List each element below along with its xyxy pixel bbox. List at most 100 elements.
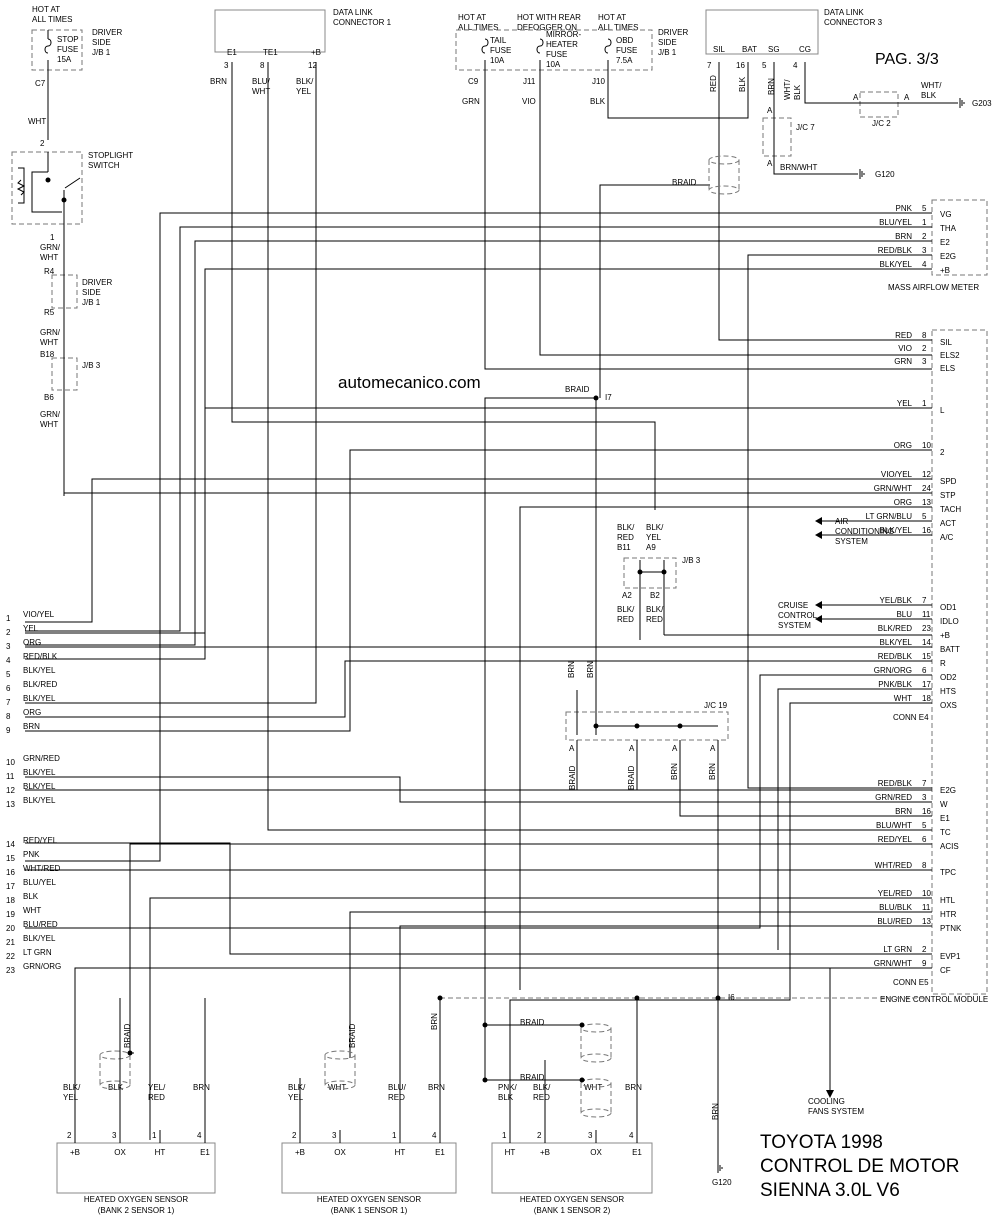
wire-color: BLK/ [296,77,314,86]
label: B6 [44,393,54,402]
label: B2 [650,591,660,600]
label: 14 [6,840,15,849]
wire-color: BLK [738,76,747,92]
wire-color: YEL [897,399,913,408]
wire-color: LT GRN/BLU [866,512,913,521]
splice-dot [482,1077,488,1083]
wire-color: BLK [921,91,937,100]
label: A [853,93,859,102]
stop-fuse-label: STOP [57,35,79,44]
pin-label: OD1 [940,603,957,612]
label: 8 [922,331,927,340]
wire-color: RED [895,331,912,340]
fuse-icon [44,38,52,54]
obd-fuse-label: OBD [616,36,634,45]
label: SIL [713,45,726,54]
jb1-box [31,29,83,71]
wire-color: BRN [428,1083,445,1092]
wire-color: BRN [23,722,40,731]
pin-label: E1 [940,814,950,823]
wire-color: WHT [328,1083,346,1092]
ac-system-label: AIR [835,517,849,526]
pin-label: ACT [940,519,956,528]
label: 17 [6,882,15,891]
label: 18 [922,694,931,703]
wire [484,397,596,1081]
jb1-label: J/B 1 [82,298,101,307]
label: 5 [6,670,11,679]
label: A [904,93,910,102]
pin-label: E2G [940,786,956,795]
dlc1-label: DATA LINK [333,8,373,17]
wire-color: BLK [590,97,606,106]
pin-label: +B [940,631,950,640]
label: BRAID [565,385,590,394]
label: +B [311,48,321,57]
wire-color: WHT/ [921,81,942,90]
label: A [767,106,773,115]
wire [777,688,932,950]
label: 2 [292,1131,297,1140]
braid-shield [580,1108,612,1118]
wire-color: GRN/ [40,243,61,252]
wire-color: RED [709,75,718,92]
splice-dot [637,569,643,575]
wire-color: BRN [767,78,776,95]
wire [25,449,932,732]
label: 7 [6,698,11,707]
pin-label: HTR [940,910,957,919]
label: R5 [44,308,55,317]
wire-color: BLK/YEL [23,934,56,943]
mirror-fuse-label: MIRROR- [546,30,581,39]
wire-color: BLK/YEL [23,796,56,805]
label: 1 [152,1131,157,1140]
label: 4 [793,61,798,70]
label: A2 [622,591,632,600]
label: 2 [537,1131,542,1140]
label: 3 [332,1131,337,1140]
braid-shield [99,1080,131,1090]
braid-shield [708,155,740,165]
label: 1 [922,399,927,408]
wire-color: WHT/ [783,79,792,100]
pin-label: HTL [940,896,956,905]
ac-system-label: SYSTEM [835,537,868,546]
wire-color: BRN [430,1013,439,1030]
wire-color: BLU/RED [877,917,912,926]
label: G203 [972,99,992,108]
label: 1 [50,233,55,242]
wire-color: BLU [896,610,912,619]
pin-label: ACIS [940,842,959,851]
label: A [629,744,635,753]
pin-label: TC [940,828,951,837]
label: A [710,744,716,753]
wire-color: PNK/BLK [878,680,912,689]
label: 7 [707,61,712,70]
conn-label: CONN E5 [893,978,929,987]
label: 4 [432,1131,437,1140]
jb1-label: DRIVER [92,28,122,37]
label: 4 [629,1131,634,1140]
pin-label: TACH [940,505,961,514]
pin-label: ELS2 [940,351,960,360]
wire [599,184,710,398]
label: A [569,744,575,753]
label: 3 [6,642,11,651]
stoplight-label: SWITCH [88,161,120,170]
wire-color: GRN/WHT [874,959,912,968]
arrow-left-icon [815,615,822,623]
oxygen-sensor-box [491,1142,653,1194]
label: 9 [922,959,927,968]
wire-color: BLU/YEL [23,878,56,887]
tail-hot-label: ALL TIMES [458,23,498,32]
braid-shield [580,1053,612,1063]
pin-label: BATT [940,645,960,654]
pin-label: OX [334,1148,346,1157]
pin-label: SPD [940,477,957,486]
wire-color: VIO [522,97,536,106]
pin-label: A/C [940,533,954,542]
braid-shield [708,185,740,195]
label: 10 [922,889,931,898]
arrow-left-icon [815,601,822,609]
